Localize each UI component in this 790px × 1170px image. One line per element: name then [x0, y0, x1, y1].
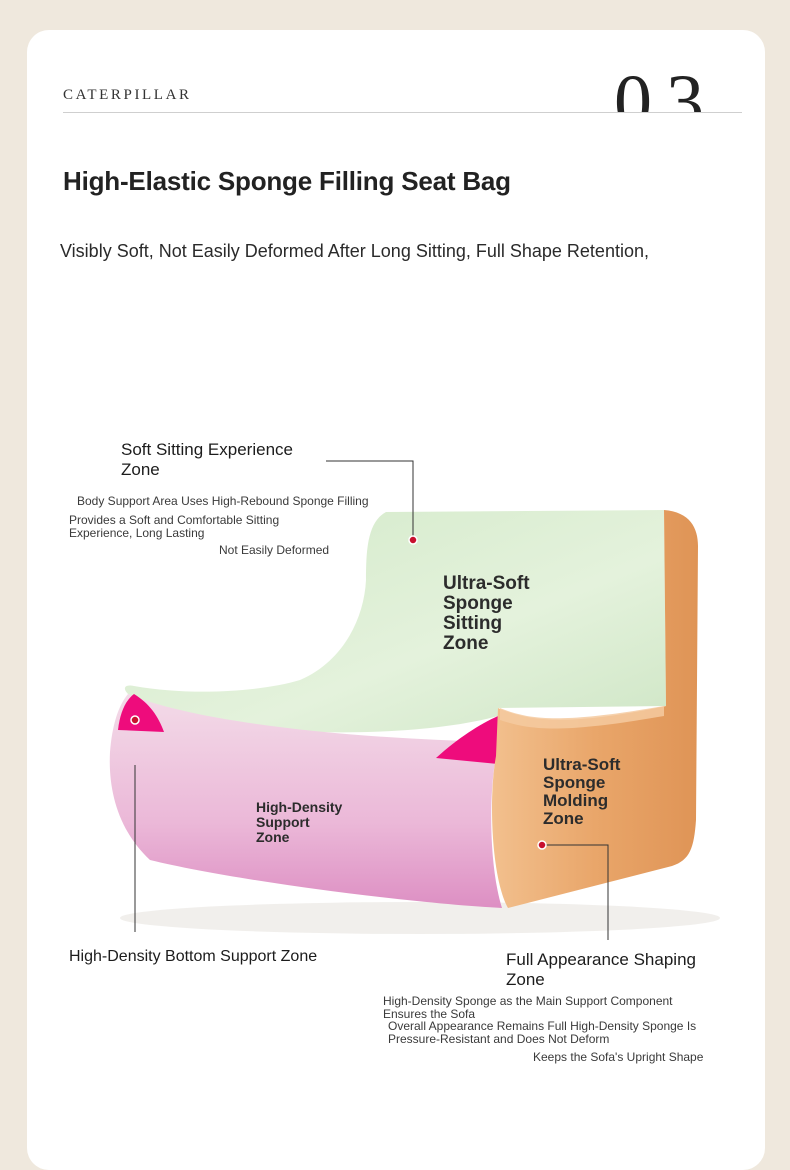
- molding-zone-bevel: [500, 706, 664, 729]
- appearance-shaping-heading: Full Appearance Shaping Zone: [506, 950, 696, 989]
- sofa-shadow: [120, 902, 720, 934]
- sitting-callout-line: [326, 460, 414, 540]
- bottom-support-heading: High-Density Bottom Support Zone: [69, 948, 318, 965]
- ultra-soft-molding-zone-label: Ultra-Soft Sponge Molding Zone: [543, 755, 621, 828]
- sitting-experience-heading: Soft Sitting Experience Zone: [121, 440, 293, 479]
- page-number: 03: [614, 60, 718, 112]
- support-zone-shape: [109, 694, 503, 908]
- shaping-callout-marker: [537, 840, 547, 850]
- bottom-callout-marker: [130, 715, 140, 725]
- sitting-experience-desc-3: Not Easily Deformed: [219, 543, 330, 557]
- page-subtitle: Visibly Soft, Not Easily Deformed After …: [60, 241, 649, 261]
- right-wedge-shape: [436, 716, 498, 764]
- appearance-shaping-desc-3: Keeps the Sofa's Upright Shape: [533, 1050, 704, 1064]
- appearance-shaping-desc-2: Overall Appearance Remains Full High-Den…: [388, 1019, 697, 1046]
- appearance-shaping-desc-1: High-Density Sponge as the Main Support …: [383, 994, 673, 1021]
- ultra-soft-sitting-zone-label: Ultra-Soft Sponge Sitting Zone: [443, 573, 530, 654]
- sitting-experience-desc-2: Provides a Soft and Comfortable Sitting …: [69, 513, 280, 540]
- page-title: High-Elastic Sponge Filling Seat Bag: [63, 166, 511, 196]
- sitting-callout-marker: [408, 535, 418, 545]
- shaping-callout-line: [542, 844, 609, 940]
- molding-zone-shape: [492, 510, 698, 908]
- sitting-zone-shape: [124, 510, 667, 733]
- sitting-experience-desc-1: Body Support Area Uses High-Rebound Spon…: [77, 494, 369, 508]
- brand-name: CATERPILLAR: [63, 87, 192, 103]
- high-density-support-zone-label: High-Density Support Zone: [256, 799, 343, 845]
- left-wedge-shape: [118, 694, 164, 732]
- header-divider: [63, 112, 742, 113]
- page-number-container: 03: [600, 56, 742, 112]
